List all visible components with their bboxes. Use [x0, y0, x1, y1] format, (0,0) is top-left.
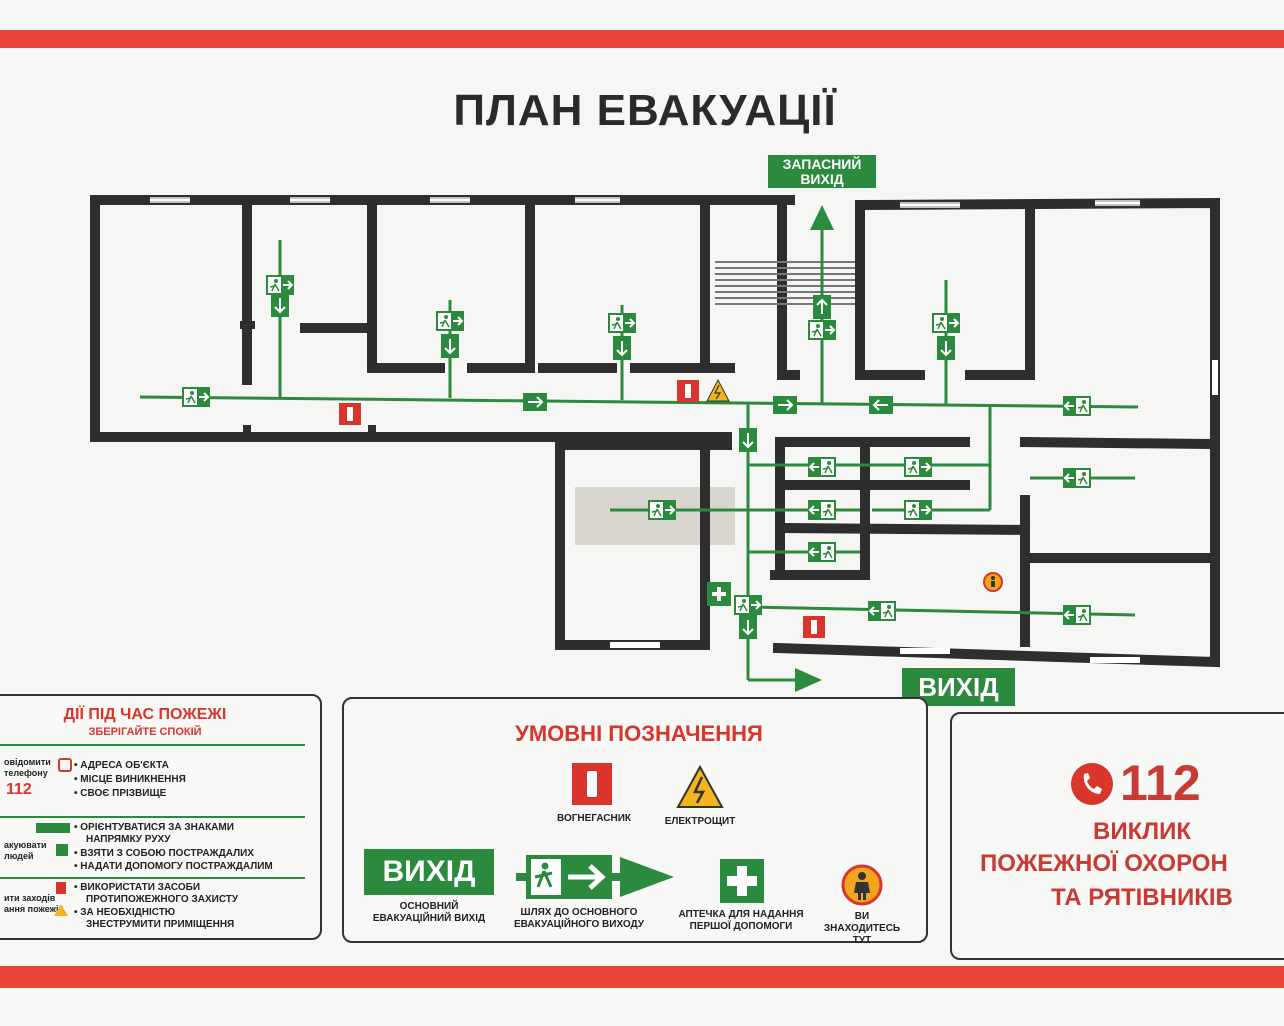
- extinguisher-icon: [572, 763, 612, 805]
- fire-actions-title: ДІЇ ПІД ЧАС ПОЖЕЖІ: [63, 706, 227, 723]
- exit-path-caption: ШЛЯХ ДО ОСНОВНОГО ЕВАКУАЦІЙНОГО ВИХОДУ: [514, 907, 644, 930]
- bottom-red-stripe: [0, 966, 1284, 988]
- main-exit-label: ВИХІД: [902, 668, 1015, 706]
- emergency-call-panel: 112 ВИКЛИК ПОЖЕЖНОЇ ОХОРОН ТА РЯТІВНИКІВ: [950, 712, 1284, 960]
- notify-item: • АДРЕСА ОБ'ЄКТА: [74, 760, 169, 771]
- electric-panel-icon: [676, 765, 724, 808]
- measures-item: ПРОТИПОЖЕЖНОГО ЗАХИСТУ: [86, 894, 239, 905]
- emergency-number: 112: [1120, 755, 1201, 811]
- legend-exit-sign: ВИХІД: [364, 849, 494, 895]
- emergency-line3: ТА РЯТІВНИКІВ: [1051, 884, 1233, 911]
- evacuate-item: НАПРЯМКУ РУХУ: [86, 834, 171, 845]
- plan-title: ПЛАН ЕВАКУАЦІЇ: [453, 86, 837, 135]
- phone-icon: [58, 758, 72, 772]
- top-red-stripe: [0, 30, 1284, 48]
- evacuate-item: • ОРІЄНТУВАТИСЯ ЗА ЗНАКАМИ: [74, 822, 234, 833]
- first-aid-caption: АПТЕЧКА ДЛЯ НАДАННЯ ПЕРШОЇ ДОПОМОГИ: [678, 909, 804, 932]
- notify-item: • СВОЄ ПРІЗВИЩЕ: [74, 788, 167, 799]
- extinguisher-label: ВОГНЕГАСНИК: [556, 813, 632, 824]
- measures-item: • ЗА НЕОБХІДНІСТЮ: [74, 907, 176, 918]
- electric-panel-label: ЕЛЕКТРОЩИТ: [664, 816, 736, 827]
- divider: [0, 816, 305, 818]
- direction-arrow-icon: [36, 823, 70, 833]
- first-aid-icon: [720, 859, 764, 903]
- evacuate-item: • НАДАТИ ДОПОМОГУ ПОСТРАЖДАЛИМ: [74, 861, 273, 872]
- evacuate-item: • ВЗЯТИ З СОБОЮ ПОСТРАЖДАЛИХ: [74, 848, 254, 859]
- spare-exit-label: ЗАПАСНИЙ ВИХІД: [768, 155, 876, 188]
- legend-panel: УМОВНІ ПОЗНАЧЕННЯ ВОГНЕГАСНИК ЕЛЕКТРОЩИТ…: [342, 697, 928, 946]
- fire-actions-panel: ДІЇ ПІД ЧАС ПОЖЕЖІ ЗБЕРІГАЙТЕ СПОКІЙ ові…: [0, 694, 322, 940]
- evacuate-label-2: людей: [4, 851, 34, 861]
- divider: [0, 744, 305, 746]
- exit-path-icon: [516, 855, 674, 899]
- evacuate-label: акуювати: [4, 840, 47, 850]
- emergency-line1: ВИКЛИК: [1093, 818, 1191, 845]
- fire-actions-subtitle: ЗБЕРІГАЙТЕ СПОКІЙ: [88, 726, 202, 738]
- notify-number: 112: [6, 781, 32, 798]
- emergency-line2: ПОЖЕЖНОЇ ОХОРОН: [980, 850, 1228, 877]
- measures-label-2: ання пожежі: [4, 904, 59, 914]
- divider: [0, 877, 305, 879]
- phone-icon: [1071, 763, 1113, 805]
- legend-title: УМОВНІ ПОЗНАЧЕННЯ: [515, 721, 763, 746]
- extinguisher-icon: [56, 882, 66, 894]
- warning-icon: [54, 904, 68, 916]
- first-aid-icon: [56, 844, 68, 856]
- floor-plan: [90, 195, 1220, 692]
- notify-label: овідомити: [4, 757, 51, 767]
- measures-item: ЗНЕСТРУМИТИ ПРИМІЩЕННЯ: [86, 919, 235, 930]
- notify-item: • МІСЦЕ ВИНИКНЕННЯ: [74, 774, 186, 785]
- notify-label-2: телефону: [4, 768, 48, 778]
- you-are-here-caption: ВИ ЗНАХОДИТЕСЬ ТУТ: [823, 911, 901, 946]
- you-are-here-icon: [841, 864, 883, 906]
- main-exit-caption: ОСНОВНИЙ ЕВАКУАЦІЙНИЙ ВИХІД: [372, 901, 486, 924]
- measures-item: • ВИКОРИСТАТИ ЗАСОБИ: [74, 882, 201, 893]
- measures-label: ити заходів: [4, 893, 56, 903]
